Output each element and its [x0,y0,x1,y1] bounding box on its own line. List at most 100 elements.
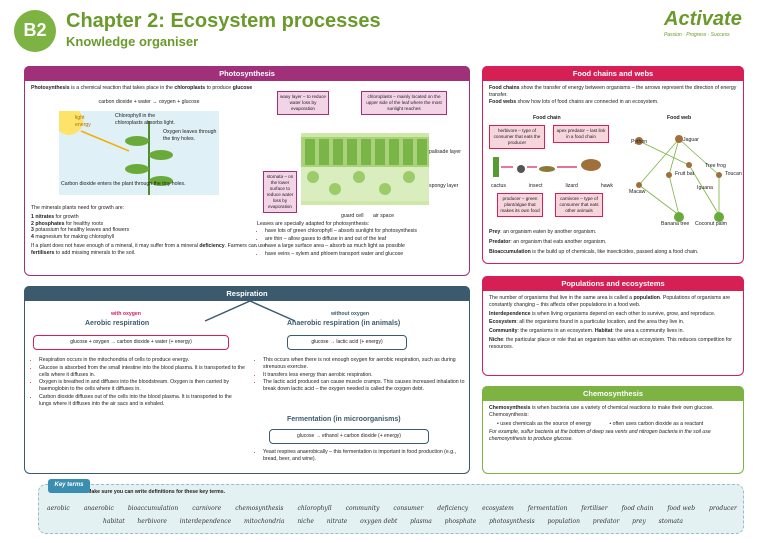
air-space-label: air space [373,213,395,219]
key-term: fertiliser [581,505,608,512]
key-terms-row-2: habitat herbivore interdependence mitochond… [103,518,683,526]
list-item: Yeast respires anaerobically – this ferm… [263,449,469,463]
chemosynthesis-text: Chemosynthesis is when bacteria use a va… [489,405,739,443]
key-term: oxygen debt [360,518,398,525]
co2-label: Carbon dioxide enters the plant through … [61,181,186,187]
food-chain-title: Food chain [533,115,561,121]
key-term: community [345,505,380,512]
anaerobic-title: Anaerobic respiration (in animals) [287,320,401,327]
minerals-list: 1 nitrates for growth 2 phosphates for h… [31,214,271,241]
list-item: Respiration occurs in the mitochondria o… [39,357,245,364]
with-oxygen-label: with oxygen [111,311,141,317]
food-chains-panel: Food chains and webs Food chains show th… [482,66,744,264]
key-term: aerobic [47,505,70,512]
stomata-label: stomata – on the lower surface to reduce… [263,171,297,213]
without-oxygen-label: without oxygen [331,311,370,317]
key-terms-badge: Key terms [48,479,90,493]
fermentation-equation: glucose → ethanol + carbon dioxide (+ en… [269,429,429,444]
respiration-panel: Respiration with oxygen without oxygen A… [24,286,470,474]
key-term: deficiency [437,505,469,512]
list-item: This occurs when there is not enough oxy… [263,357,469,371]
food-intro: Food chains show the transfer of energy … [489,85,737,105]
food-web-title: Food web [667,115,692,121]
populations-header: Populations and ecosystems [482,276,744,291]
food-definitions: Prey: an organism eaten by another organ… [489,229,699,255]
herbivore-label: herbivore – type of consumer that eats t… [489,125,545,149]
palisade-label: palisade layer [429,149,462,155]
producer-label: producer – green plant/algae that makes … [497,193,543,217]
key-term: herbivore [137,518,167,525]
chlorophyll-label: Chlorophyll in the chloroplasts absorbs … [115,113,175,126]
key-term: ecosystem [482,505,514,512]
key-term: interdependence [179,518,232,525]
spongy-label: spongy layer [429,183,459,189]
term-photosynthesis: Photosynthesis [31,85,70,91]
mineral-item: 1 nitrates for growth [31,213,79,220]
key-term: mitochondria [243,518,285,525]
fermentation-title: Fermentation (in microorganisms) [287,416,401,423]
key-terms-instruction: Make sure you can write definitions for … [87,489,226,495]
list-item: have veins – xylem and phloem transport … [265,251,465,258]
intro-text: to produce [205,85,233,91]
chloroplasts-label: chloroplasts – mainly located on the upp… [361,91,447,115]
populations-text: The number of organisms that live in the… [489,295,732,350]
food-web-diagram [635,135,724,222]
key-term: population [547,518,580,525]
photosynthesis-header: Photosynthesis [24,66,470,81]
web-item: Toucan [725,171,742,177]
key-term: nitrate [326,518,348,525]
plant-diagram: light energy Chlorophyll in the chloropl… [59,111,219,195]
key-term: fermentation [527,505,568,512]
photosynthesis-panel: Photosynthesis Photosynthesis is a chemi… [24,66,470,276]
logo-tagline: Passion · Progress · Success [664,32,730,38]
web-item: Tree frog [705,163,726,169]
mineral-item: 2 phosphates for healthy roots [31,220,104,227]
list-item: Carbon dioxide diffuses out of the cells… [39,394,245,408]
list-item: The lactic acid produced can cause muscl… [263,379,469,393]
guard-cell-label: guard cell [341,213,364,219]
anaerobic-equation: glucose → lactic acid (+ energy) [287,335,407,350]
list-item: It transfers less energy than aerobic re… [263,372,469,379]
adaptations-intro: Leaves are specially adapted for photosy… [257,221,370,227]
apex-predator-label: apex predator – last link in a food chai… [553,125,609,143]
key-term: habitat [103,518,125,525]
key-term: prey [632,518,646,525]
activate-logo: Activate Passion · Progress · Success [664,6,760,40]
aerobic-points: Respiration occurs in the mitochondria o… [39,357,245,408]
chain-item: cactus [491,183,506,189]
food-chain-diagram [493,157,601,177]
web-item: Fruit bat [675,171,695,177]
web-item: Macaw [629,189,646,195]
minerals-intro: The minerals plants need for growth are: [31,205,125,211]
oxygen-label: Oxygen leaves through the tiny holes. [163,129,217,142]
mineral-item: 3 potassium for healthy leaves and flowe… [31,227,130,234]
aerobic-equation: glucose + oxygen → carbon dioxide + wate… [33,335,229,350]
key-term: stomata [658,518,683,525]
page-subtitle: Knowledge organiser [66,34,199,49]
intro-text: is a chemical reaction that takes place … [69,85,175,91]
chain-item: hawk [600,183,613,189]
term-chloroplasts: chloroplasts [174,85,206,91]
list-item: Glucose is absorbed from the small intes… [39,365,245,379]
key-term: niche [297,518,314,525]
chapter-badge: B2 [14,10,56,52]
minerals-section: The minerals plants need for growth are:… [31,205,271,256]
key-term: food chain [621,505,654,512]
list-item: have a large surface area – absorb as mu… [265,243,465,250]
key-term: bioaccumulation [127,505,179,512]
key-term: chlorophyll [297,505,332,512]
web-item: Python [631,139,648,145]
anaerobic-points: This occurs when there is not enough oxy… [263,357,469,394]
chemo-bullet: • uses chemicals as the source of energy [497,420,592,427]
deficiency-text: If a plant does not have enough of a min… [31,242,267,256]
web-item: Iguana [697,185,713,191]
chain-item: lizard [565,183,578,189]
chain-item: insect [528,183,543,189]
populations-panel: Populations and ecosystems The number of… [482,276,744,376]
key-terms-panel: Make sure you can write definitions for … [38,484,744,534]
page-title: Chapter 2: Ecosystem processes [66,10,381,32]
adaptations-list: have lots of green chlorophyll – absorb … [265,228,465,258]
key-term: producer [709,505,737,512]
key-term: chemosynthesis [235,505,284,512]
